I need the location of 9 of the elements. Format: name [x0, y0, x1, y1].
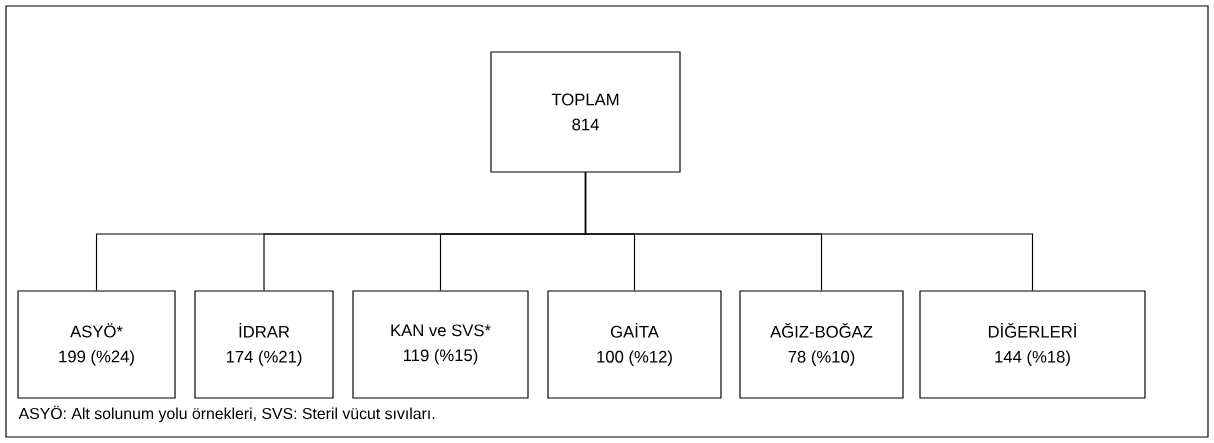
category-box: TOPLAM 814 — [490, 51, 681, 173]
category-box: İDRAR 174 (%21) — [194, 290, 334, 399]
category-box: GAİTA 100 (%12) — [547, 290, 722, 399]
category-box: KAN ve SVS* 119 (%15) — [352, 290, 529, 399]
connector-line — [584, 172, 1034, 291]
category-box: ASYÖ* 199 (%24) — [17, 290, 176, 399]
category-box: DİĞERLERİ 144 (%18) — [919, 290, 1146, 399]
category-box: AĞIZ-BOĞAZ 78 (%10) — [739, 290, 904, 399]
footnote-text: ASYÖ: Alt solunum yolu örnekleri, SVS: Steril vücut sıvıları. — [18, 405, 435, 423]
